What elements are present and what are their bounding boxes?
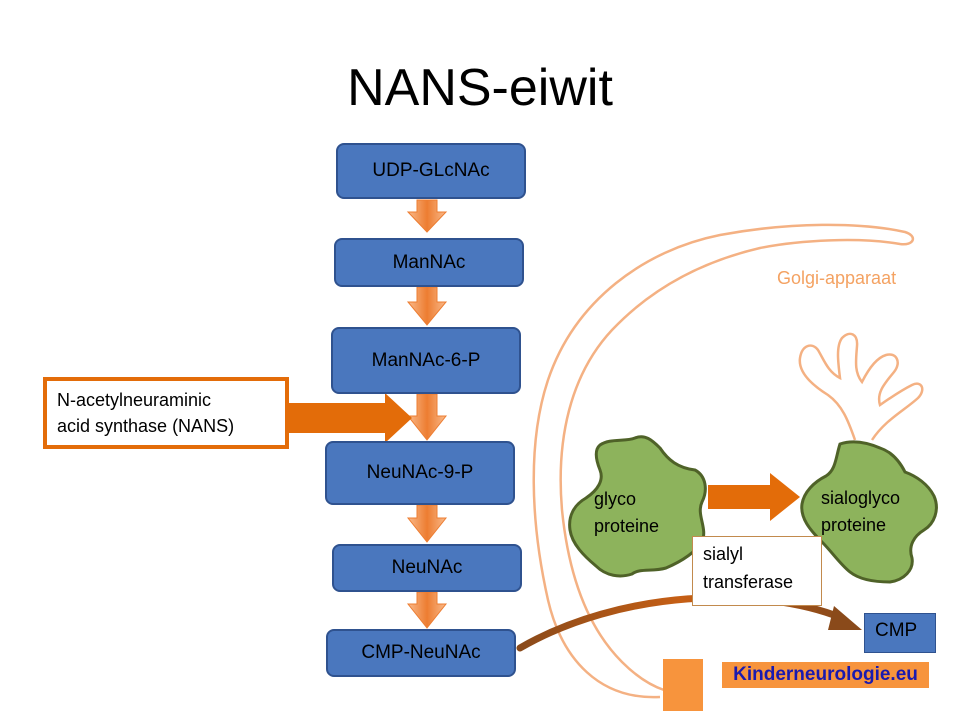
- step-neunac-9-p: NeuNAc-9-P: [325, 441, 515, 505]
- pathway-arrow-3: [406, 393, 448, 441]
- step-cmp-neunac: CMP-NeuNAc: [326, 629, 516, 677]
- sialic-acid-antennae: [798, 332, 924, 441]
- glycoprotein-label-line-2: proteine: [594, 516, 660, 536]
- transferase-label-box: sialyl transferase: [692, 536, 822, 606]
- step-neunac: NeuNAc: [332, 544, 522, 592]
- pathway-arrows: [406, 199, 448, 629]
- cmp-curved-arrowhead: [828, 606, 862, 630]
- glycoprotein-shape: [568, 435, 707, 578]
- pathway-arrow-2: [406, 286, 448, 326]
- enzyme-label-line-1: N-acetylneuraminic: [57, 390, 212, 410]
- golgi-outline: [532, 223, 915, 699]
- sialoglycoprotein-label: sialoglyco proteine: [821, 485, 900, 539]
- sialoglycoprotein-label-line-2: proteine: [821, 515, 887, 535]
- page-title: NANS-eiwit: [347, 59, 613, 117]
- enzyme-label-line-2: acid synthase (NANS): [57, 416, 235, 436]
- reaction-arrow: [708, 473, 800, 521]
- step-mannac-6-p: ManNAc-6-P: [331, 327, 521, 394]
- cmp-box: CMP: [864, 613, 936, 653]
- pathway-arrow-1: [406, 199, 448, 233]
- step-mannac: ManNAc: [334, 238, 524, 287]
- pathway-arrow-4: [406, 504, 448, 543]
- sialoglycoprotein-shape: [800, 440, 938, 584]
- glycoprotein-label-line-1: glyco: [594, 489, 637, 509]
- glycoprotein-label: glyco proteine: [594, 486, 659, 540]
- enzyme-label-box: N-acetylneuraminic acid synthase (NANS): [43, 377, 289, 449]
- golgi-label: Golgi-apparaat: [777, 268, 897, 288]
- logo-icon: [663, 659, 703, 711]
- transferase-label-line-1: sialyl: [703, 544, 744, 564]
- step-udp-glcnac: UDP-GLcNAc: [336, 143, 526, 199]
- logo-text[interactable]: Kinderneurologie.eu: [722, 662, 929, 688]
- cmp-curved-arrow: [516, 594, 846, 652]
- pathway-arrow-5: [406, 591, 448, 629]
- sialoglycoprotein-label-line-1: sialoglyco: [821, 488, 901, 508]
- enzyme-arrow: [289, 393, 412, 443]
- transferase-label-line-2: transferase: [703, 572, 794, 592]
